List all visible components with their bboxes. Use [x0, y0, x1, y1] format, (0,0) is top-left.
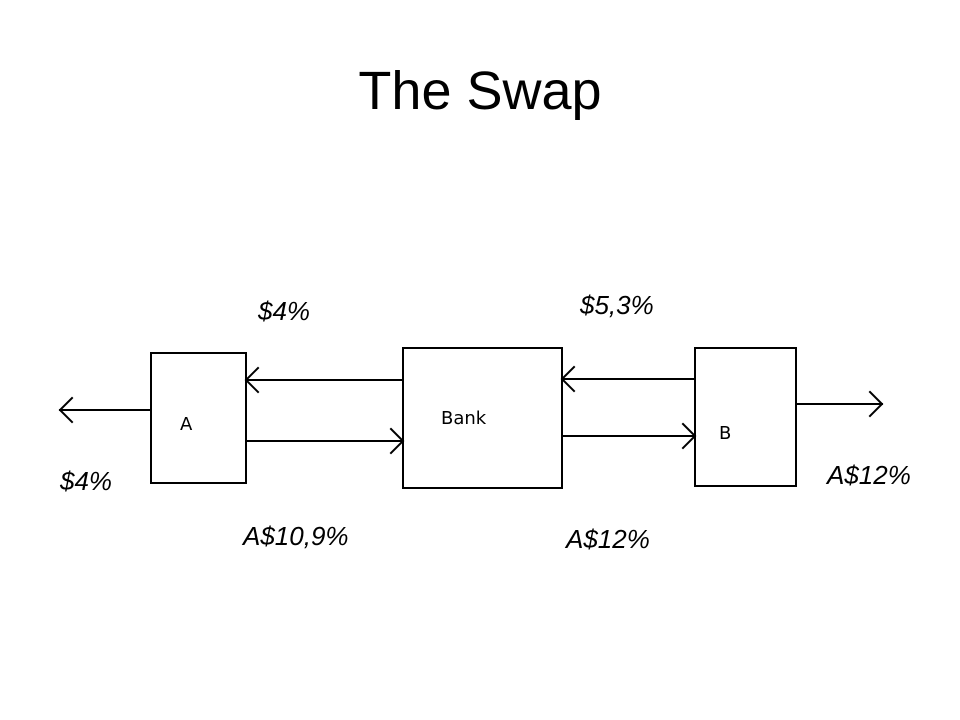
arrow-b-external — [795, 390, 884, 418]
slide-title: The Swap — [358, 61, 602, 121]
arrow-bank-to-b — [561, 422, 697, 450]
party-b-label: B — [719, 423, 731, 444]
arrow-b-to-bank — [560, 365, 696, 393]
arrow-a-to-bank — [245, 427, 405, 455]
arrow-bank-to-a — [244, 366, 404, 394]
party-b-box — [694, 347, 797, 487]
rate-a-external: $4% — [59, 466, 112, 496]
bank-box — [402, 347, 563, 489]
rate-bank-to-b: A$12% — [564, 524, 650, 554]
rate-bank-to-a: $4% — [257, 296, 310, 326]
rate-a-to-bank: A$10,9% — [241, 521, 349, 551]
party-a-label: A — [180, 414, 193, 435]
rate-b-external: A$12% — [825, 460, 911, 490]
rate-b-to-bank: $5,3% — [579, 290, 654, 320]
party-a-box — [150, 352, 247, 484]
arrow-a-external — [58, 396, 152, 424]
bank-label: Bank — [441, 408, 487, 429]
